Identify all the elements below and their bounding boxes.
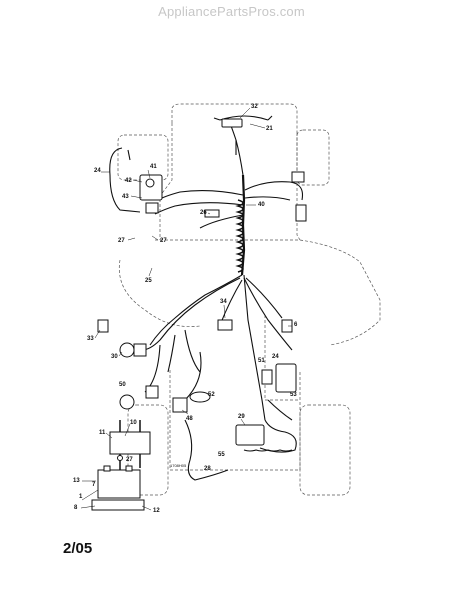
- callout-11: 11: [99, 430, 106, 436]
- callout-33: 33: [87, 336, 94, 342]
- callout-53: 53: [290, 392, 297, 398]
- callout-41: 41: [150, 164, 157, 170]
- callout-8: 8: [74, 505, 78, 511]
- callout-51: 51: [258, 358, 265, 364]
- callout-labels: 32 21 24 41 42 43 40 26 27 27 25 34 6 33…: [73, 104, 298, 514]
- callout-50: 50: [119, 382, 126, 388]
- callout-24b: 24: [272, 354, 279, 360]
- callout-12: 12: [153, 508, 160, 514]
- callout-30: 30: [111, 354, 118, 360]
- components: [91, 118, 307, 511]
- watermark-text: AppliancePartsPros.com: [158, 4, 305, 19]
- callout-48: 48: [186, 416, 193, 422]
- callout-27b: 27: [160, 238, 167, 244]
- callout-40: 40: [258, 202, 265, 208]
- callout-1: 1: [79, 494, 83, 500]
- callout-32: 32: [251, 104, 258, 110]
- callout-24: 24: [94, 168, 101, 174]
- tractor-outline: [117, 103, 381, 496]
- callout-27a: 27: [118, 238, 125, 244]
- callout-10: 10: [130, 420, 137, 426]
- leader-lines: [80, 107, 292, 511]
- callout-29: 29: [238, 414, 245, 420]
- callout-21: 21: [266, 126, 273, 132]
- callout-42: 42: [125, 178, 132, 184]
- part-code-label: 1708H05: [170, 463, 187, 468]
- callout-27c: 27: [126, 457, 133, 463]
- wire-harness: [109, 115, 304, 481]
- callout-26: 26: [200, 210, 207, 216]
- callout-52: 52: [208, 392, 215, 398]
- callout-7: 7: [92, 482, 96, 488]
- callout-25: 25: [145, 278, 152, 284]
- callout-28: 28: [204, 466, 211, 472]
- callout-34: 34: [220, 299, 227, 305]
- callout-6: 6: [294, 322, 298, 328]
- callout-13a: 13: [73, 478, 80, 484]
- revision-date: 2/05: [63, 540, 93, 557]
- callout-55: 55: [218, 452, 225, 458]
- callout-43: 43: [122, 194, 129, 200]
